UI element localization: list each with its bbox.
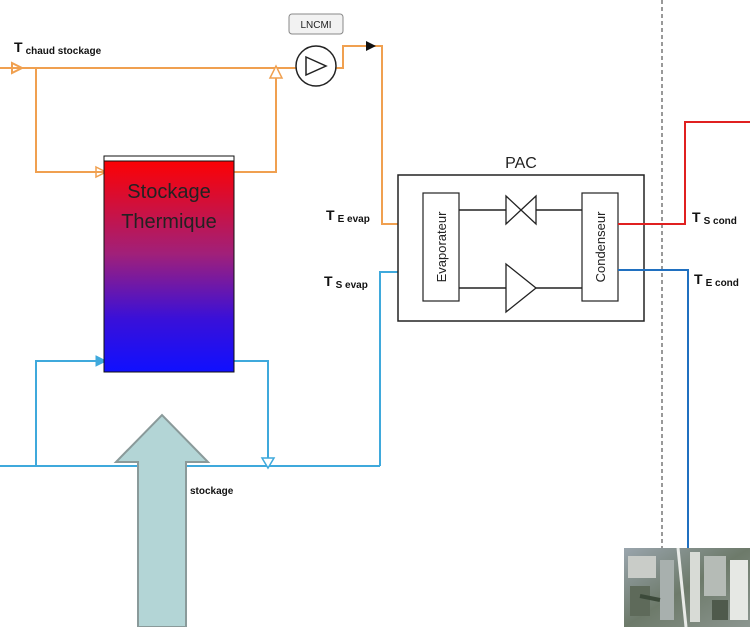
thermal-storage-tank: Stockage Thermique (104, 156, 234, 372)
pac-title: PAC (505, 155, 537, 172)
large-up-arrow-icon (116, 415, 208, 627)
condenser-label: Condenseur (593, 211, 608, 282)
evaporator-label: Evaporateur (434, 211, 449, 282)
heat-pump-box: PAC Evaporateur Condenseur (398, 155, 644, 321)
pump-icon (296, 46, 336, 86)
building-aerial-photo-icon (624, 548, 750, 627)
storage-label-line1: Stockage (127, 181, 210, 203)
lncmi-tag: LNCMI (289, 14, 343, 34)
label-t-froid-stockage: stockage (190, 486, 234, 497)
storage-label-line2: Thermique (121, 211, 217, 233)
lncmi-tag-label: LNCMI (300, 20, 331, 31)
flow-arrow-icon (366, 41, 376, 51)
